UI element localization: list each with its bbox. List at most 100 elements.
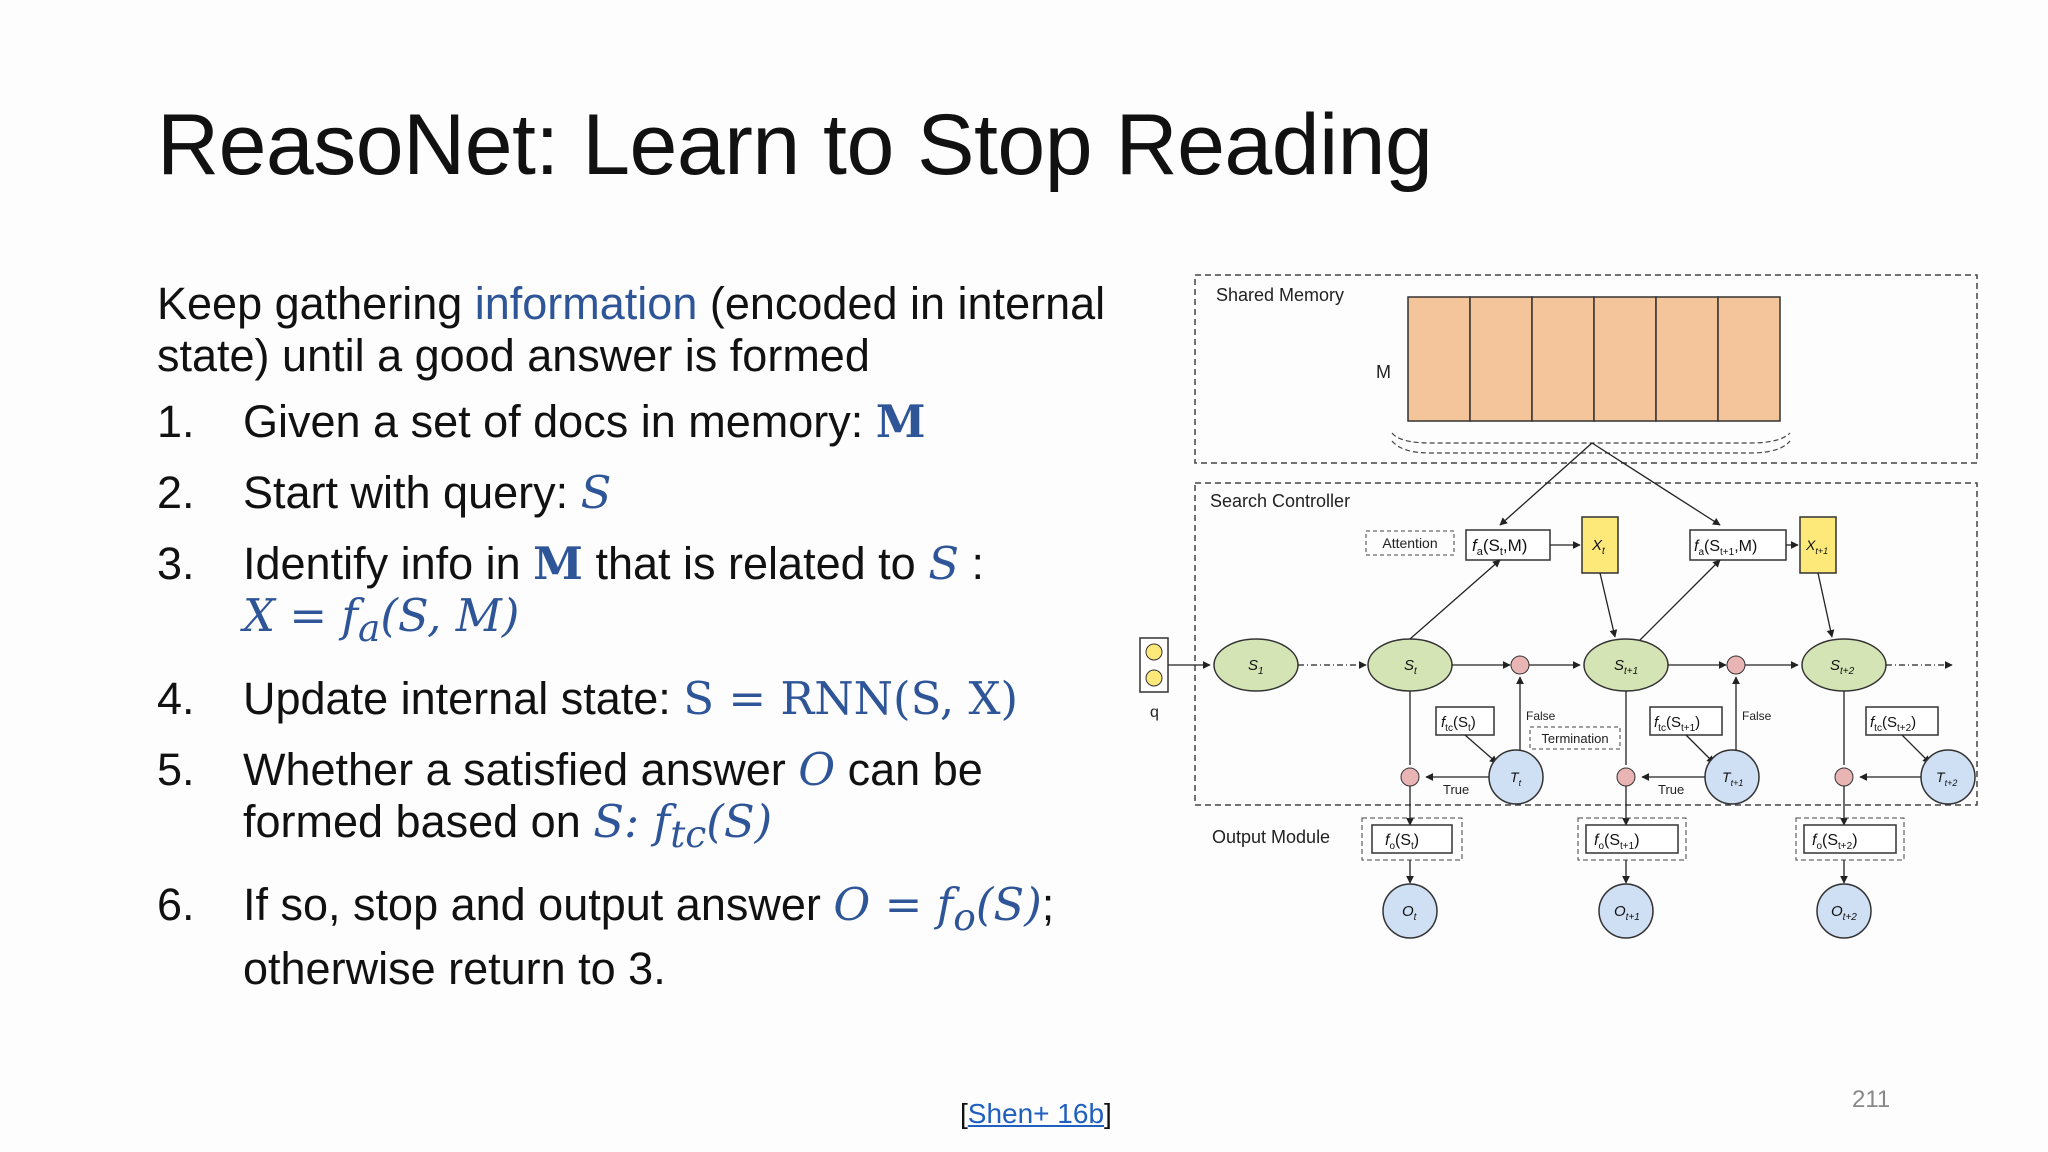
math-memory: M [533, 537, 583, 590]
output-gate-t [1400, 767, 1420, 787]
step-text: Whether a satisfied answer [243, 744, 799, 795]
step-2: 2. Start with query: S [157, 467, 1117, 519]
formula-attention: X = fa(S, M) [243, 589, 520, 651]
output-label-t1: Ot+1 [1614, 903, 1640, 923]
attention-label: Attention [1382, 535, 1437, 551]
page-number: 211 [1852, 1086, 1891, 1113]
steps-list: 1. Given a set of docs in memory: M 2. S… [157, 396, 1117, 995]
intro-before: Keep gathering [157, 278, 475, 329]
citation: [Shen+ 16b] [960, 1098, 1112, 1130]
memory-cell [1469, 296, 1533, 422]
memory-brace [1391, 432, 1791, 444]
citation-bracket: [ [960, 1098, 968, 1129]
math-state: S [580, 466, 612, 519]
true-label: True [1658, 782, 1684, 797]
step-number: 2. [157, 467, 195, 518]
ftc-label-t2: ftc(St+2) [1870, 714, 1916, 734]
output-gate-t2 [1834, 767, 1854, 787]
step-5: 5. Whether a satisfied answer O can be f… [157, 744, 1117, 860]
step-text: Given a set of docs in memory: [243, 396, 876, 447]
state-label-t1: St+1 [1614, 657, 1638, 677]
memory-cell [1531, 296, 1595, 422]
output-module-region [1577, 817, 1687, 861]
step-text: Start with query: [243, 467, 581, 518]
slide-title: ReasoNet: Learn to Stop Reading [157, 97, 1433, 193]
memory-cell [1717, 296, 1781, 422]
x-label-t1: Xt+1 [1805, 537, 1828, 556]
citation-bracket: ] [1104, 1098, 1112, 1129]
ftc-box-t2 [1865, 706, 1939, 736]
query-label: q [1150, 704, 1159, 721]
step-text: that is related to [582, 538, 929, 589]
fo-label-t: fo(St) [1385, 832, 1419, 852]
step-6: 6. If so, stop and output answer O = fo(… [157, 879, 1117, 995]
step-number: 3. [157, 538, 195, 589]
termination-box [1529, 726, 1621, 750]
formula-update: S = RNN(S, X) [683, 672, 1019, 725]
memory-cell [1655, 296, 1719, 422]
true-label: True [1443, 782, 1469, 797]
state-label-t2: St+2 [1830, 657, 1855, 677]
gate-node-t [1510, 655, 1530, 675]
output-label-t2: Ot+2 [1831, 903, 1857, 923]
output-node-t2 [1816, 883, 1872, 939]
memory-label: M [1376, 362, 1391, 382]
step-3: 3. Identify info in M that is related to… [157, 538, 1117, 654]
output-module-label: Output Module [1212, 827, 1330, 847]
citation-link[interactable]: Shen+ 16b [967, 1098, 1105, 1129]
math-state: S [928, 537, 960, 590]
state-label-s1: S1 [1248, 657, 1264, 677]
step-text: Identify info in [243, 538, 534, 589]
math-memory: M [875, 395, 926, 448]
step-text: otherwise return to 3. [243, 943, 666, 994]
gate-node-t1 [1726, 655, 1746, 675]
termination-node-t2 [1920, 749, 1976, 805]
step-text: : [959, 538, 985, 589]
memory-brace [1391, 440, 1791, 454]
intro-after: (encoded in internal state) until a good… [157, 278, 1106, 381]
query-unit [1145, 643, 1163, 661]
fa-box-t1 [1689, 529, 1787, 561]
step-number: 4. [157, 673, 195, 724]
step-text: ; [1041, 879, 1055, 930]
step-text: If so, stop and output answer [243, 879, 834, 930]
query-unit [1145, 669, 1163, 687]
x-label-t: Xt [1591, 537, 1606, 557]
memory-cell [1593, 296, 1657, 422]
math-output: O [798, 743, 836, 796]
formula-output: O = fo(S) [833, 878, 1042, 940]
state-node-t1 [1583, 638, 1669, 692]
search-controller-box [1194, 482, 1978, 806]
state-node-t2 [1801, 638, 1887, 692]
memory-cells [1407, 296, 1781, 422]
search-controller-label: Search Controller [1210, 491, 1350, 511]
attention-arrow [1499, 442, 1593, 526]
reasonet-diagram: Shared Memory M Search Controller Attent… [1139, 274, 1978, 939]
false-label: False [1526, 709, 1556, 723]
memory-cell [1407, 296, 1471, 422]
step-text: Update internal state: [243, 673, 684, 724]
intro-paragraph: Keep gathering information (encoded in i… [157, 278, 1117, 382]
ftc-label-t: ftc(St) [1441, 714, 1476, 734]
step-1: 1. Given a set of docs in memory: M [157, 396, 1117, 448]
termination-label-t: Tt [1510, 769, 1522, 788]
false-label: False [1742, 709, 1772, 723]
fo-label-t2: fo(St+2) [1812, 832, 1858, 852]
fo-box-t1 [1585, 824, 1679, 854]
fo-box-t [1371, 824, 1453, 854]
output-gate-t1 [1616, 767, 1636, 787]
fa-label-t1: fa(St+1,M) [1694, 538, 1757, 558]
output-node-t1 [1598, 883, 1654, 939]
shared-memory-label: Shared Memory [1216, 285, 1344, 305]
slide-body: Keep gathering information (encoded in i… [157, 278, 1117, 1014]
ftc-label-t1: ftc(St+1) [1654, 714, 1700, 734]
step-number: 6. [157, 879, 195, 930]
shared-memory-box [1194, 274, 1978, 464]
termination-label-t2: Tt+2 [1936, 769, 1957, 788]
output-module-region [1795, 817, 1905, 861]
termination-label-t1: Tt+1 [1722, 769, 1743, 788]
step-number: 1. [157, 396, 195, 447]
fo-box-t2 [1803, 824, 1897, 854]
termination-node-t1 [1704, 749, 1760, 805]
